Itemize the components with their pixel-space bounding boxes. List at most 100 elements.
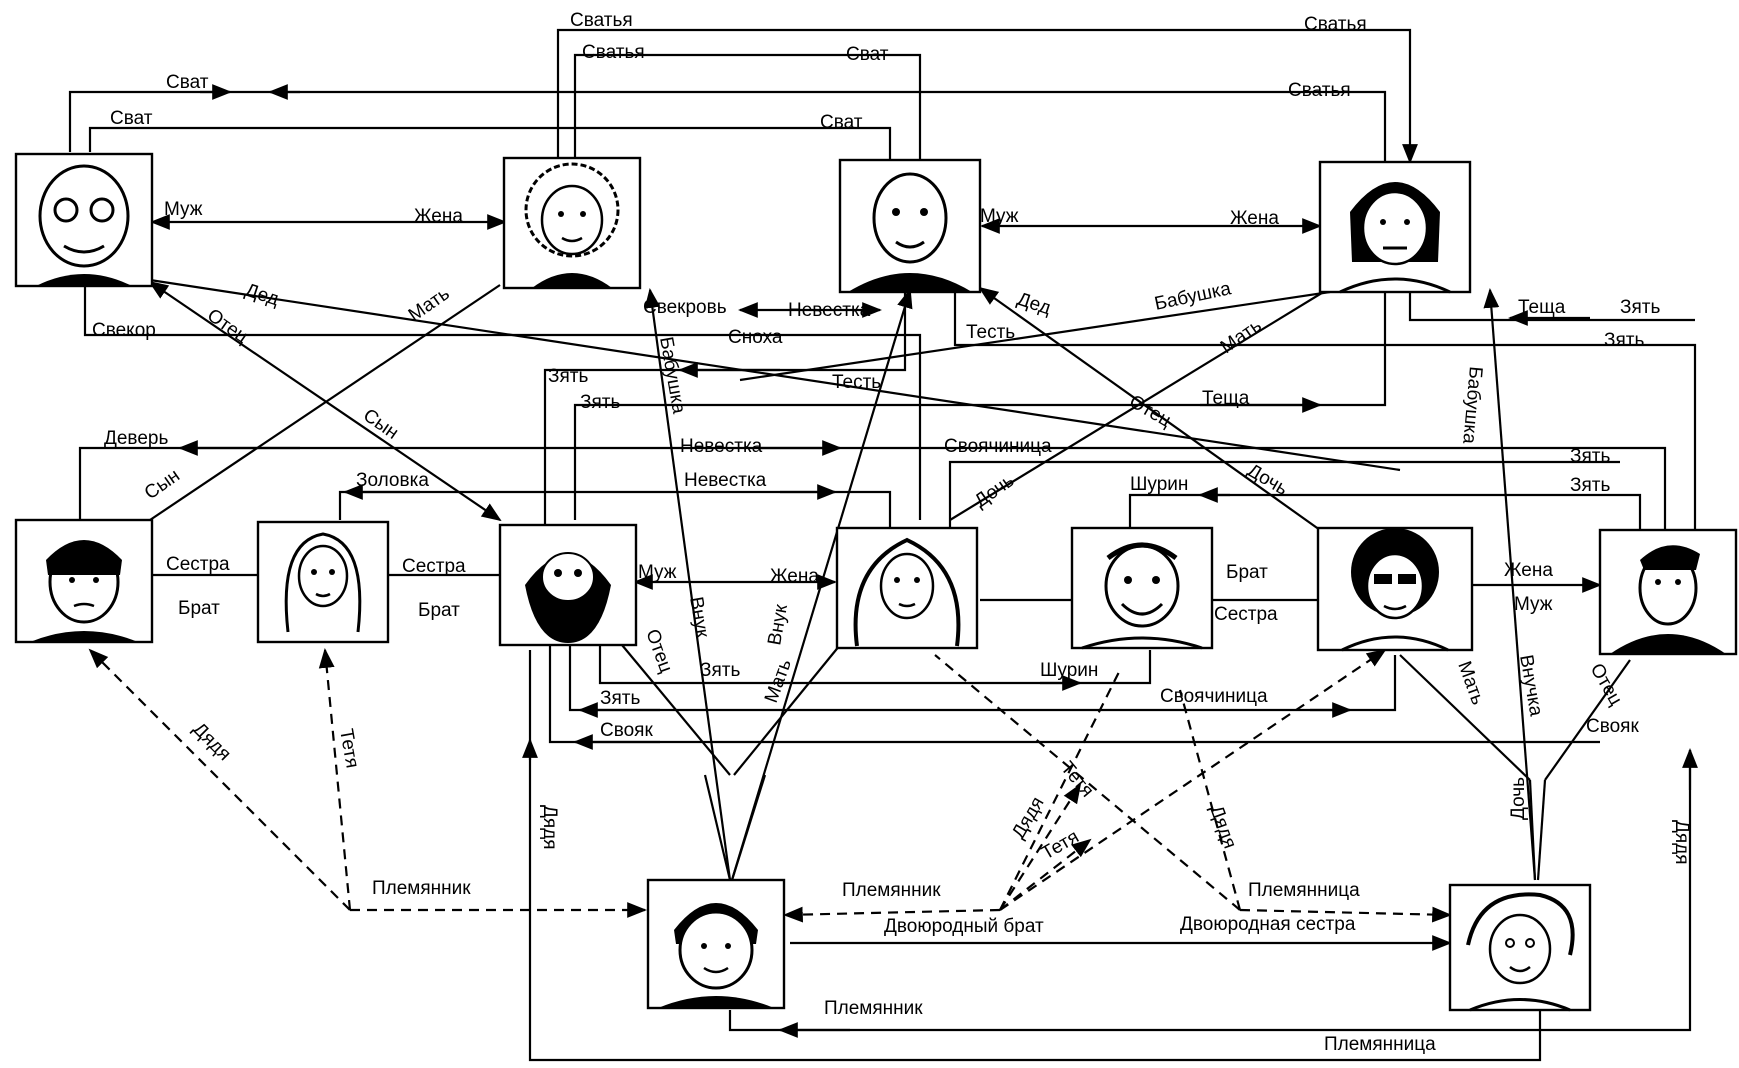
label-25: Зять xyxy=(580,392,620,413)
person-p7 xyxy=(498,523,638,647)
label-36: Своячиница xyxy=(944,436,1052,457)
label-11: Жена xyxy=(1230,208,1279,229)
girl-face-icon xyxy=(1466,892,1575,1012)
label-14: Дед xyxy=(1014,289,1053,320)
label-71: Тетя xyxy=(1056,758,1097,802)
relation-lines xyxy=(68,28,1698,1062)
label-9: Жена xyxy=(414,206,463,227)
label-57: Внук xyxy=(764,602,792,647)
person-p3 xyxy=(838,158,982,294)
person-p11 xyxy=(1598,528,1738,656)
label-75: Дядя xyxy=(1671,820,1692,865)
label-26: Тесть xyxy=(966,322,1015,343)
label-10: Муж xyxy=(980,206,1019,227)
label-46: Брат xyxy=(178,598,220,619)
person-p10 xyxy=(1316,526,1474,652)
label-83: Племянница xyxy=(1324,1034,1436,1055)
person-p4 xyxy=(1318,160,1472,294)
person-p8 xyxy=(835,526,979,650)
woman-with-glasses-face-icon xyxy=(1341,528,1449,652)
smiling-man-face-icon xyxy=(1081,542,1203,650)
label-68: Дядя xyxy=(188,719,234,765)
label-15: Бабушка xyxy=(1153,278,1234,315)
label-56: Внук xyxy=(685,595,713,640)
label-50: Жена xyxy=(770,566,819,587)
bald-old-man-face-icon xyxy=(36,164,132,286)
label-16: Свекровь xyxy=(643,297,727,318)
label-6: Сват xyxy=(110,108,153,129)
man-in-suit-face-icon xyxy=(1610,545,1726,654)
label-70: Дядя xyxy=(1008,793,1048,842)
person-p6 xyxy=(256,520,390,644)
label-42: Шурин xyxy=(1130,474,1188,495)
label-35: Невестка xyxy=(680,436,763,457)
label-62: Своячиница xyxy=(1160,686,1268,707)
label-17: Невестка xyxy=(788,300,871,321)
label-80: Двоюродный брат xyxy=(884,916,1044,937)
curly-old-woman-face-icon xyxy=(524,162,620,288)
label-53: Жена xyxy=(1504,560,1553,581)
label-0: Сватья xyxy=(570,10,633,31)
label-5: Сват xyxy=(166,72,209,93)
label-63: Мать xyxy=(1453,659,1488,708)
person-p2 xyxy=(502,156,642,290)
label-82: Племянник xyxy=(824,998,923,1019)
label-29: Бабушка xyxy=(655,335,689,415)
person-p13 xyxy=(1448,883,1592,1012)
label-77: Племянник xyxy=(372,878,471,899)
label-7: Сват xyxy=(820,112,863,133)
person-p5 xyxy=(14,518,154,644)
label-59: Зять xyxy=(700,660,740,681)
label-60: Шурин xyxy=(1040,660,1098,681)
person-p12 xyxy=(646,878,786,1010)
person-p1 xyxy=(14,152,154,288)
label-69: Тетя xyxy=(335,727,363,770)
boy-face-icon xyxy=(658,903,774,1008)
relation-labels: Сватья Сватья Сватья Сватья Сват Сват Св… xyxy=(92,10,1692,1055)
label-28: Мать xyxy=(1217,315,1266,358)
label-18: Свекор xyxy=(92,320,156,341)
label-32: Теща xyxy=(1202,388,1250,409)
label-34: Деверь xyxy=(104,428,168,449)
wavy-hair-woman-face-icon xyxy=(853,537,961,647)
label-51: Брат xyxy=(1226,562,1268,583)
label-76: Дядя xyxy=(539,805,560,850)
label-73: Дядя xyxy=(1205,803,1240,852)
old-man-face-icon xyxy=(848,172,972,292)
label-79: Племянница xyxy=(1248,880,1360,901)
label-65: Свояк xyxy=(600,720,653,741)
label-67: Свояк xyxy=(1586,716,1639,737)
label-4: Сват xyxy=(846,44,889,65)
label-2: Сватья xyxy=(582,42,645,63)
label-44: Зять xyxy=(1570,475,1610,496)
long-hair-woman-face-icon xyxy=(284,532,362,633)
man-face-icon xyxy=(30,540,138,642)
label-52: Сестра xyxy=(1214,604,1278,625)
dashed-relation-lines xyxy=(88,648,1452,923)
label-38: Дочь xyxy=(971,470,1018,512)
label-13: Мать xyxy=(405,283,454,326)
label-61: Зять xyxy=(600,688,640,709)
person-p9 xyxy=(1070,526,1214,650)
label-40: Золовка xyxy=(356,470,429,491)
label-45: Сестра xyxy=(166,554,230,575)
label-39: Зять xyxy=(1570,446,1610,467)
label-20: Сноха xyxy=(728,327,783,348)
bearded-man-face-icon xyxy=(525,552,611,643)
label-47: Сестра xyxy=(402,556,466,577)
label-8: Муж xyxy=(164,199,203,220)
label-19: Отец xyxy=(203,305,252,348)
label-58: Мать xyxy=(761,656,796,705)
label-1: Сватья xyxy=(1304,14,1367,35)
label-37: Сын xyxy=(141,465,184,504)
label-54: Муж xyxy=(1514,594,1553,615)
label-33: Бабушка xyxy=(1458,366,1486,446)
label-49: Муж xyxy=(638,562,677,583)
label-3: Сватья xyxy=(1288,80,1351,101)
label-55: Отец xyxy=(641,627,676,676)
label-23: Зять xyxy=(1604,330,1644,351)
label-81: Двоюродная сестра xyxy=(1180,914,1356,935)
label-74: Дочь xyxy=(1508,777,1529,820)
label-48: Брат xyxy=(418,600,460,621)
